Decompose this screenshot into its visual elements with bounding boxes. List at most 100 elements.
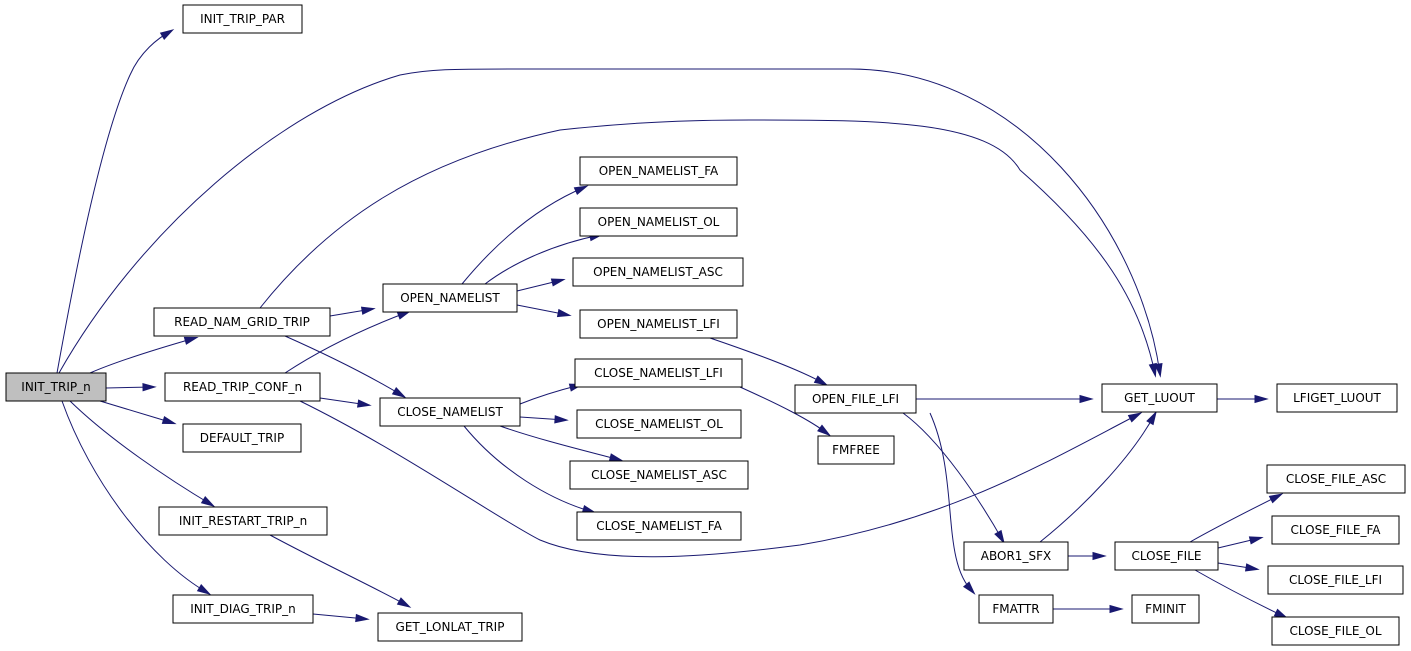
node-abor1-sfx[interactable]: ABOR1_SFX [963, 541, 1069, 571]
node-box-close-namelist-fa[interactable] [576, 511, 742, 541]
edge-fmattr-to-fminit-arrowhead [1109, 604, 1124, 614]
node-label-get-luout: GET_LUOUT [1124, 391, 1195, 405]
edge-init-trip-n-to-init-diag-trip-n-line [61, 400, 209, 594]
node-fminit[interactable]: FMINIT [1131, 594, 1200, 624]
edge-read-trip-conf-n-to-get-luout [299, 400, 1143, 558]
node-box-fmattr[interactable] [978, 594, 1054, 624]
node-close-file[interactable]: CLOSE_FILE [1114, 541, 1219, 571]
node-open-namelist-asc[interactable]: OPEN_NAMELIST_ASC [572, 257, 744, 287]
node-label-open-file-lfi: OPEN_FILE_LFI [812, 392, 899, 406]
node-box-fminit[interactable] [1131, 594, 1200, 624]
node-box-abor1-sfx[interactable] [963, 541, 1069, 571]
node-init-diag-trip-n[interactable]: INIT_DIAG_TRIP_n [172, 594, 314, 624]
edge-init-restart-trip-n-to-get-lonlat-trip-line [269, 534, 409, 607]
edge-close-namelist-to-close-namelist-asc-line [499, 425, 621, 461]
edge-init-trip-n-to-read-nam-grid-trip [89, 336, 199, 374]
edge-abor1-sfx-to-get-luout-arrowhead [1146, 410, 1157, 426]
edge-close-file-to-close-file-lfi [1217, 562, 1260, 572]
edge-open-file-lfi-to-fmattr-arrowhead [962, 581, 976, 595]
node-label-close-file-fa: CLOSE_FILE_FA [1291, 523, 1382, 537]
node-close-namelist-asc[interactable]: CLOSE_NAMELIST_ASC [569, 460, 749, 490]
node-box-lfiget-luout[interactable] [1276, 383, 1398, 413]
edge-read-nam-grid-trip-to-get-luout-line [259, 119, 1156, 375]
edge-read-nam-grid-trip-to-open-namelist-arrowhead [360, 306, 376, 315]
edge-open-file-lfi-to-abor1-sfx-line [902, 412, 1004, 542]
node-read-nam-grid-trip[interactable]: READ_NAM_GRID_TRIP [153, 307, 331, 337]
node-fmfree[interactable]: FMFREE [817, 435, 895, 465]
edge-open-namelist-lfi-to-open-file-lfi-arrowhead [813, 375, 829, 386]
node-init-restart-trip-n[interactable]: INIT_RESTART_TRIP_n [158, 506, 328, 536]
node-box-init-restart-trip-n[interactable] [158, 506, 328, 536]
node-close-file-asc[interactable]: CLOSE_FILE_ASC [1266, 464, 1406, 494]
edge-init-trip-n-to-default-trip-arrowhead [161, 415, 177, 425]
node-read-trip-conf-n[interactable]: READ_TRIP_CONF_n [164, 372, 321, 402]
node-box-get-luout[interactable] [1101, 383, 1218, 413]
node-label-read-trip-conf-n: READ_TRIP_CONF_n [183, 380, 302, 394]
node-box-close-file[interactable] [1114, 541, 1219, 571]
node-box-close-file-lfi[interactable] [1267, 565, 1404, 595]
edge-init-trip-n-to-get-luout-line [58, 68, 1161, 375]
node-label-close-file-lfi: CLOSE_FILE_LFI [1289, 573, 1382, 587]
node-open-namelist-lfi[interactable]: OPEN_NAMELIST_LFI [579, 309, 738, 339]
edge-read-trip-conf-n-to-open-namelist-line [284, 311, 409, 374]
edge-init-trip-n-to-init-diag-trip-n [61, 400, 212, 595]
node-default-trip[interactable]: DEFAULT_TRIP [182, 423, 302, 453]
edge-read-nam-grid-trip-to-get-luout [259, 119, 1157, 378]
node-fmattr[interactable]: FMATTR [978, 594, 1054, 624]
node-box-close-namelist[interactable] [379, 397, 521, 427]
edge-read-nam-grid-trip-to-get-luout-arrowhead [1148, 362, 1157, 378]
node-label-abor1-sfx: ABOR1_SFX [981, 549, 1051, 563]
node-open-namelist-ol[interactable]: OPEN_NAMELIST_OL [579, 207, 738, 237]
node-box-close-namelist-ol[interactable] [576, 409, 742, 439]
edge-fmattr-to-fminit [1053, 604, 1124, 614]
edge-open-namelist-to-open-namelist-fa-arrowhead [573, 185, 589, 196]
node-open-file-lfi[interactable]: OPEN_FILE_LFI [794, 384, 917, 414]
node-box-close-file-ol[interactable] [1271, 616, 1400, 646]
node-box-init-trip-n[interactable] [5, 372, 107, 402]
node-close-namelist-lfi[interactable]: CLOSE_NAMELIST_LFI [574, 358, 743, 388]
edge-open-namelist-to-open-namelist-lfi-arrowhead [556, 308, 572, 318]
edge-init-trip-n-to-get-luout [58, 68, 1163, 378]
node-init-trip-n[interactable]: INIT_TRIP_n [5, 372, 107, 402]
node-box-close-file-fa[interactable] [1271, 515, 1400, 545]
node-label-init-trip-par: INIT_TRIP_PAR [200, 12, 285, 26]
node-label-close-namelist-ol: CLOSE_NAMELIST_OL [595, 417, 723, 431]
node-close-file-fa[interactable]: CLOSE_FILE_FA [1271, 515, 1400, 545]
node-box-open-file-lfi[interactable] [794, 384, 917, 414]
node-close-namelist-ol[interactable]: CLOSE_NAMELIST_OL [576, 409, 742, 439]
node-get-luout[interactable]: GET_LUOUT [1101, 383, 1218, 413]
edge-open-namelist-to-open-namelist-fa [461, 185, 589, 285]
node-open-namelist[interactable]: OPEN_NAMELIST [382, 283, 518, 313]
node-close-namelist-fa[interactable]: CLOSE_NAMELIST_FA [576, 511, 742, 541]
edge-init-trip-n-to-read-trip-conf-n [105, 383, 157, 392]
node-box-open-namelist-asc[interactable] [572, 257, 744, 287]
node-close-file-ol[interactable]: CLOSE_FILE_OL [1271, 616, 1400, 646]
node-open-namelist-fa[interactable]: OPEN_NAMELIST_FA [579, 156, 738, 186]
node-close-namelist[interactable]: CLOSE_NAMELIST [379, 397, 521, 427]
node-box-init-diag-trip-n[interactable] [172, 594, 314, 624]
edge-open-file-lfi-to-abor1-sfx-arrowhead [994, 529, 1005, 545]
node-get-lonlat-trip[interactable]: GET_LONLAT_TRIP [377, 612, 523, 642]
edge-get-luout-to-lfiget-luout [1217, 394, 1269, 404]
node-box-init-trip-par[interactable] [182, 4, 303, 34]
node-init-trip-par[interactable]: INIT_TRIP_PAR [182, 4, 303, 34]
node-lfiget-luout[interactable]: LFIGET_LUOUT [1276, 383, 1398, 413]
node-box-read-trip-conf-n[interactable] [164, 372, 321, 402]
node-box-default-trip[interactable] [182, 423, 302, 453]
edge-close-file-to-close-file-asc [1189, 493, 1284, 543]
node-box-open-namelist-ol[interactable] [579, 207, 738, 237]
node-box-get-lonlat-trip[interactable] [377, 612, 523, 642]
node-box-fmfree[interactable] [817, 435, 895, 465]
node-box-open-namelist-lfi[interactable] [579, 309, 738, 339]
edge-open-file-lfi-to-get-luout-arrowhead [1079, 394, 1094, 404]
node-close-file-lfi[interactable]: CLOSE_FILE_LFI [1267, 565, 1404, 595]
node-box-open-namelist[interactable] [382, 283, 518, 313]
node-box-open-namelist-fa[interactable] [579, 156, 738, 186]
node-label-open-namelist-fa: OPEN_NAMELIST_FA [599, 164, 719, 178]
node-box-close-namelist-lfi[interactable] [574, 358, 743, 388]
edge-read-trip-conf-n-to-get-luout-line [299, 400, 1140, 558]
edge-open-namelist-to-open-namelist-ol-line [484, 234, 601, 285]
node-box-close-file-asc[interactable] [1266, 464, 1406, 494]
node-box-close-namelist-asc[interactable] [569, 460, 749, 490]
node-box-read-nam-grid-trip[interactable] [153, 307, 331, 337]
